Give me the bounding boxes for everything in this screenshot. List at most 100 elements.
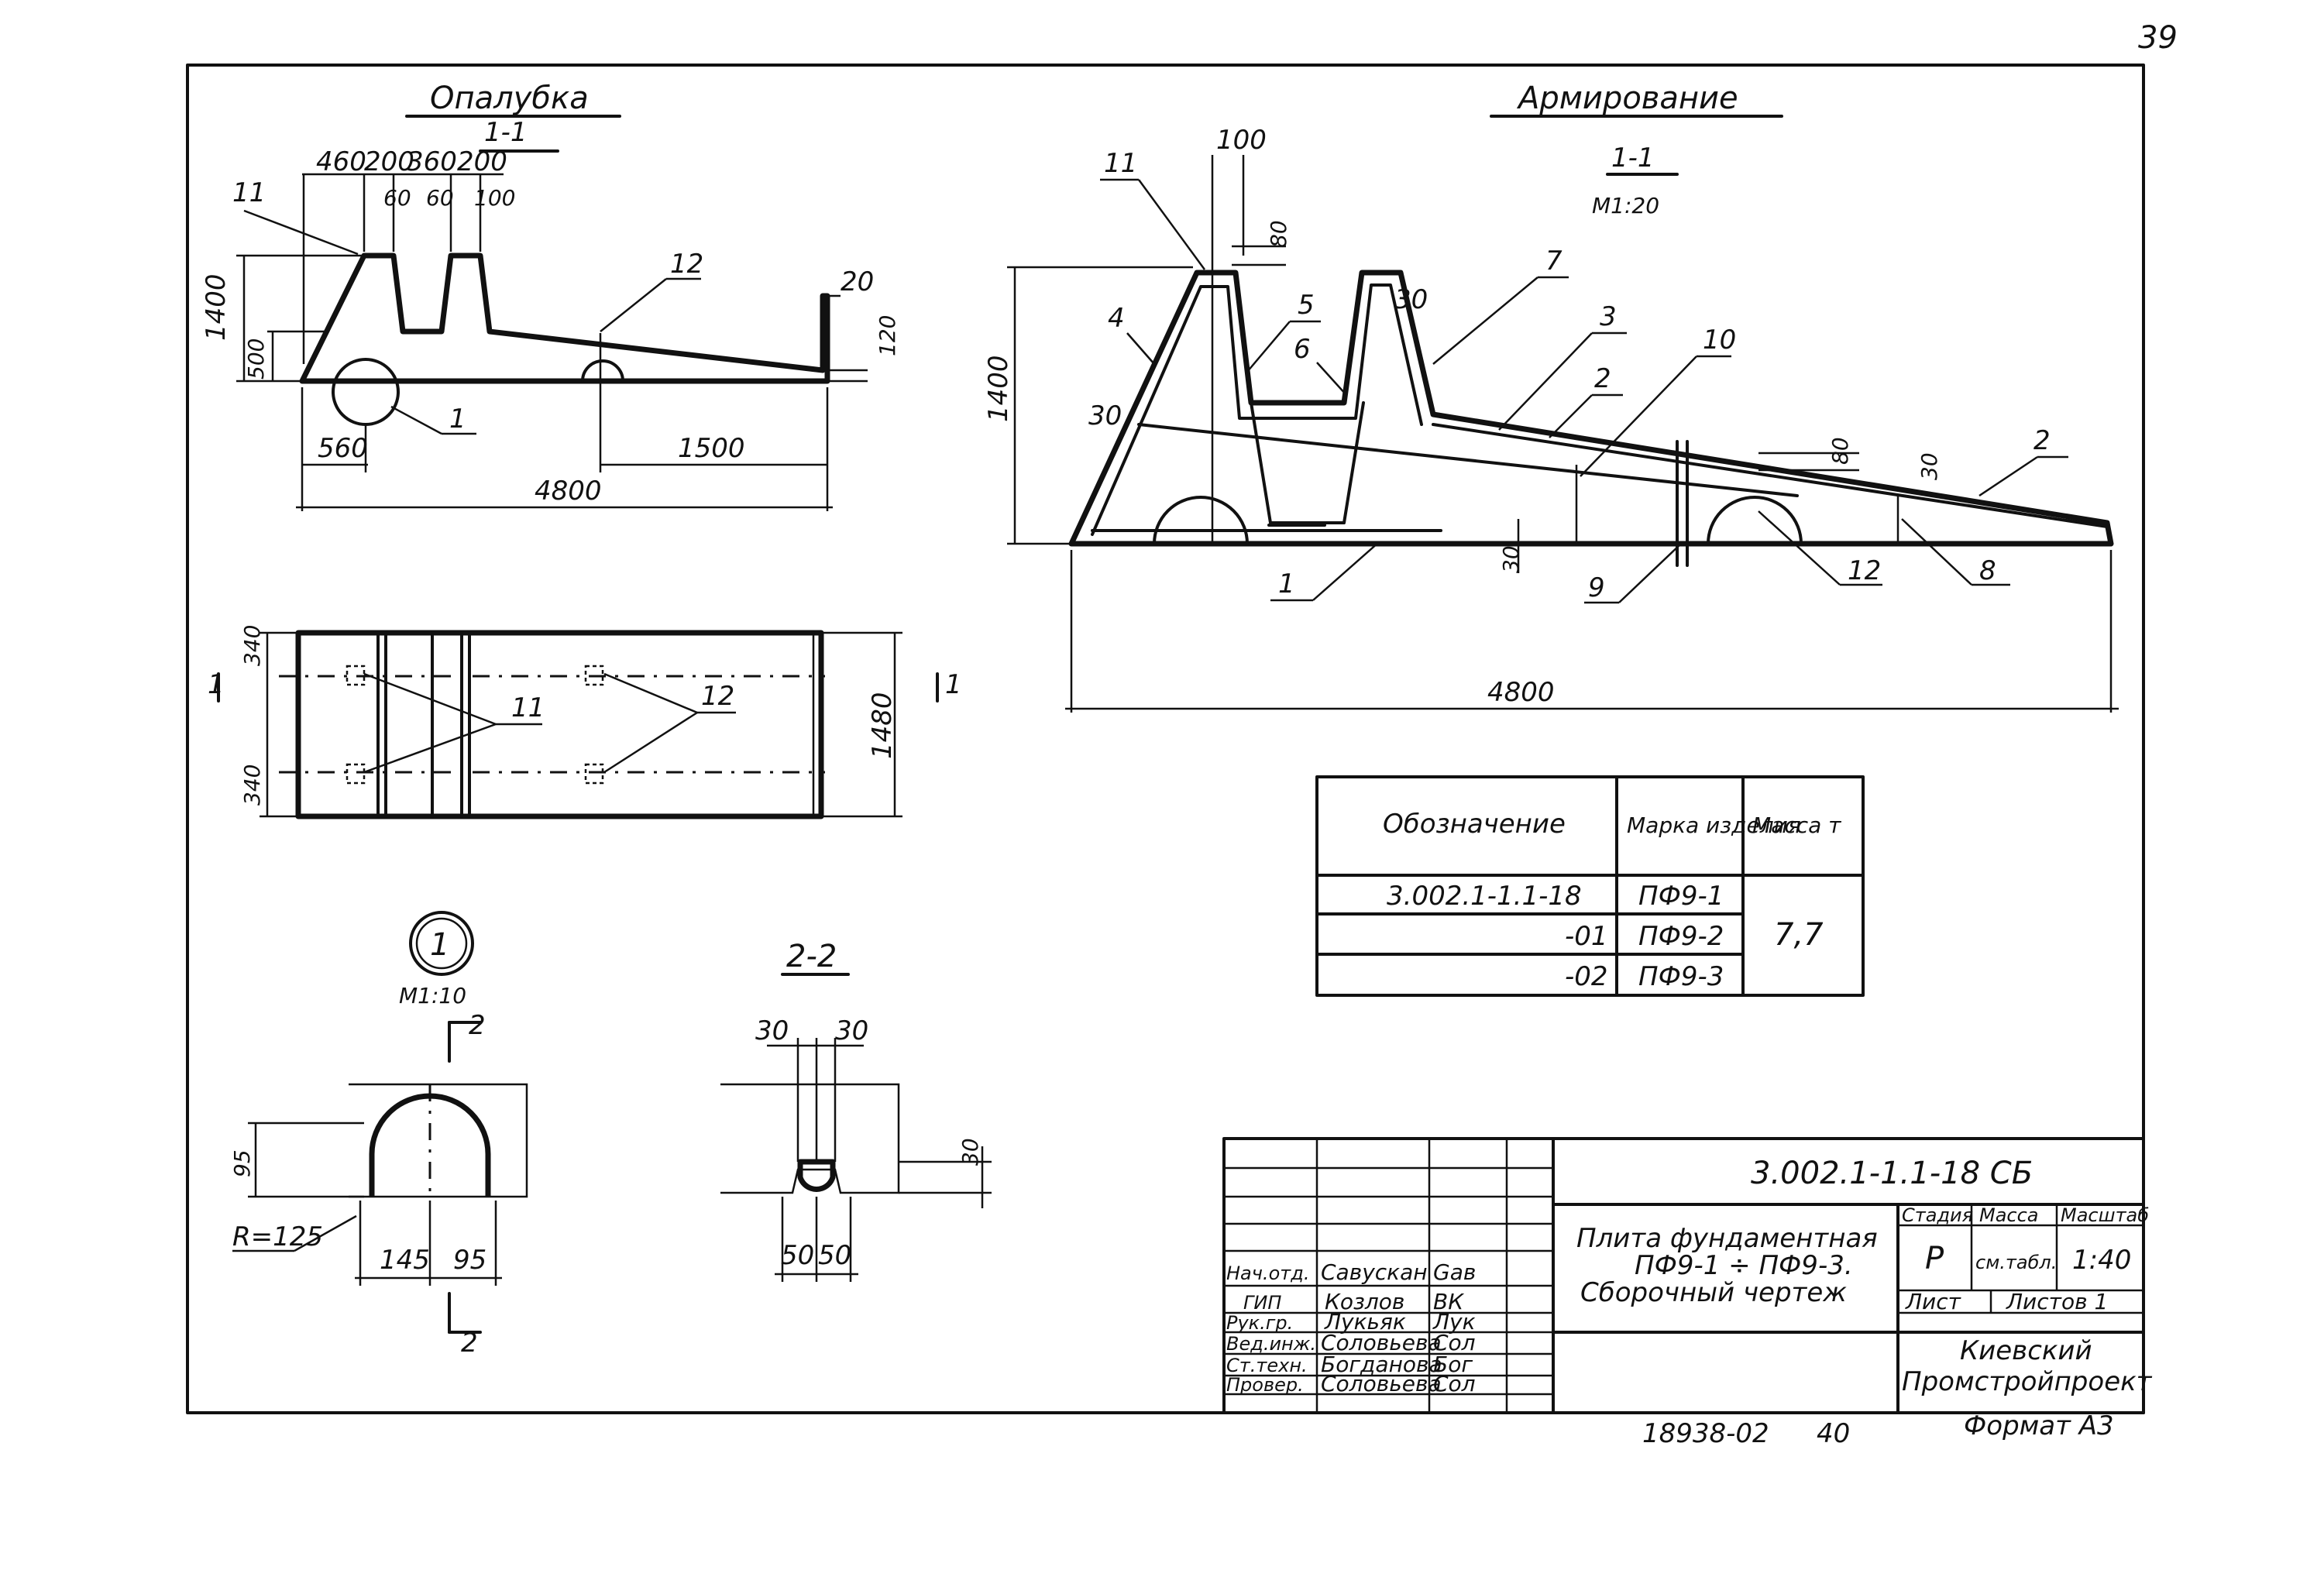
doc-code: 3.002.1-1.1-18 СБ: [1751, 1156, 2033, 1191]
plan-view: 11 12 340 340 1480 1 1: [208, 625, 962, 819]
title-line-3: Сборочный чертеж: [1580, 1277, 1847, 1308]
svg-text:1400: 1400: [983, 355, 1014, 422]
svg-text:1500: 1500: [678, 433, 745, 464]
svg-text:20: 20: [841, 266, 874, 297]
reinforcement-outline: [1068, 270, 2114, 547]
svg-text:11: 11: [511, 692, 545, 723]
title-line-1: Плита фундаментная: [1576, 1223, 1878, 1254]
svg-text:Соловьева: Соловьева: [1321, 1371, 1442, 1396]
svg-text:2: 2: [461, 1328, 478, 1359]
svg-text:Gав: Gав: [1433, 1259, 1476, 1285]
formwork-section: Опалубка 1-1 460 200 360 200 60 60 100 1…: [201, 81, 900, 511]
svg-text:1: 1: [449, 404, 466, 435]
spec-header-mark: Марка изделия: [1627, 812, 1801, 838]
footer-page: 40: [1817, 1418, 1850, 1449]
svg-text:12: 12: [1848, 555, 1881, 586]
svg-text:Нач.отд.: Нач.отд.: [1226, 1262, 1309, 1284]
sheet-number: 39: [2138, 20, 2178, 56]
sheet-frame: [186, 64, 2145, 1414]
reinforcement-section: Армирование 1-1 М1:20 1400 4800 100: [983, 81, 2119, 713]
svg-text:80: 80: [1266, 220, 1291, 248]
svg-text:Сол: Сол: [1433, 1330, 1476, 1355]
svg-text:2: 2: [2033, 425, 2051, 456]
svg-text:1: 1: [1278, 569, 1295, 599]
svg-text:Рук.гр.: Рук.гр.: [1226, 1312, 1293, 1334]
svg-text:1: 1: [208, 669, 225, 700]
spec-row-mark: ПФ9-3: [1638, 961, 1724, 992]
svg-text:Провер.: Провер.: [1226, 1374, 1304, 1396]
svg-text:ГИП: ГИП: [1243, 1292, 1281, 1314]
svg-text:Лук: Лук: [1432, 1309, 1476, 1335]
reinforcement-scale: М1:20: [1592, 193, 1659, 218]
svg-text:95: 95: [453, 1245, 486, 1276]
svg-text:7: 7: [1545, 246, 1563, 277]
svg-text:Р: Р: [1925, 1241, 1944, 1276]
svg-text:60: 60: [383, 185, 411, 211]
svg-text:9: 9: [1588, 572, 1605, 603]
svg-text:5: 5: [1298, 290, 1315, 321]
svg-text:1:40: 1:40: [2072, 1245, 2131, 1276]
svg-text:Савускан: Савускан: [1321, 1259, 1428, 1285]
svg-text:Богданова: Богданова: [1321, 1352, 1442, 1377]
section-2-2: 2-2 30 30 30 50 50: [720, 939, 992, 1282]
svg-text:30: 30: [1394, 284, 1428, 315]
detail-scale: М1:10: [399, 983, 466, 1008]
svg-text:1400: 1400: [201, 273, 232, 341]
svg-text:145: 145: [380, 1245, 430, 1276]
svg-text:6: 6: [1294, 334, 1311, 365]
detail-callout: 1: [430, 927, 449, 963]
svg-text:340: 340: [239, 625, 265, 666]
svg-text:12: 12: [670, 249, 703, 280]
svg-text:60: 60: [426, 185, 454, 211]
spec-header-designation: Обозначение: [1383, 809, 1566, 840]
svg-text:11: 11: [232, 177, 266, 208]
svg-text:30: 30: [957, 1138, 983, 1166]
svg-text:Ст.техн.: Ст.техн.: [1226, 1355, 1308, 1376]
formwork-loop-circle: [332, 358, 400, 426]
svg-text:200: 200: [364, 146, 414, 177]
svg-text:560: 560: [318, 433, 368, 464]
svg-text:50: 50: [781, 1240, 814, 1271]
title-line-2: ПФ9-1 ÷ ПФ9-3.: [1635, 1250, 1853, 1281]
svg-text:2: 2: [1594, 363, 1611, 394]
svg-text:10: 10: [1703, 325, 1736, 356]
svg-text:1480: 1480: [867, 692, 898, 759]
svg-text:Соловьева: Соловьева: [1321, 1330, 1442, 1355]
spec-row-designation: -01: [1565, 921, 1608, 952]
spec-row-designation: 3.002.1-1.1-18: [1387, 881, 1582, 912]
svg-text:4800: 4800: [1487, 677, 1555, 708]
formwork-section-label: 1-1: [484, 117, 528, 148]
spec-header-mass: Масса т: [1752, 812, 1841, 838]
svg-text:8: 8: [1979, 555, 1996, 586]
svg-text:см.табл.: см.табл.: [1975, 1252, 2057, 1273]
plan-outline: [295, 630, 824, 819]
svg-text:340: 340: [239, 764, 265, 806]
section22-title: 2-2: [786, 939, 837, 974]
svg-text:Масштаб: Масштаб: [2061, 1204, 2149, 1226]
svg-text:100: 100: [474, 185, 515, 211]
svg-text:50: 50: [818, 1240, 851, 1271]
spec-row-mark: ПФ9-2: [1638, 921, 1724, 952]
svg-text:Лист: Лист: [1905, 1289, 1961, 1314]
svg-text:100: 100: [1216, 125, 1267, 156]
svg-text:Киевский: Киевский: [1960, 1335, 2092, 1366]
svg-text:Лукьяк: Лукьяк: [1324, 1309, 1406, 1335]
svg-text:80: 80: [1827, 437, 1853, 465]
svg-text:460: 460: [316, 146, 366, 177]
reinforcement-section-label: 1-1: [1611, 143, 1655, 173]
spec-row-designation: -02: [1565, 961, 1608, 992]
svg-text:30: 30: [1498, 545, 1524, 573]
svg-text:30: 30: [1088, 400, 1122, 431]
svg-text:2: 2: [469, 1010, 486, 1041]
svg-text:4: 4: [1108, 303, 1125, 334]
svg-text:Козлов: Козлов: [1325, 1289, 1404, 1314]
title-block: 3.002.1-1.1-18 СБ Плита фундаментная ПФ9…: [1222, 1137, 2153, 1414]
svg-text:12: 12: [701, 681, 734, 712]
svg-text:120: 120: [875, 315, 900, 356]
svg-text:30: 30: [755, 1015, 789, 1046]
svg-text:ВК: ВК: [1433, 1289, 1464, 1314]
svg-text:Вед.инж.: Вед.инж.: [1226, 1333, 1316, 1355]
svg-text:Масса: Масса: [1979, 1204, 2039, 1226]
spec-mass-value: 7,7: [1774, 917, 1824, 953]
